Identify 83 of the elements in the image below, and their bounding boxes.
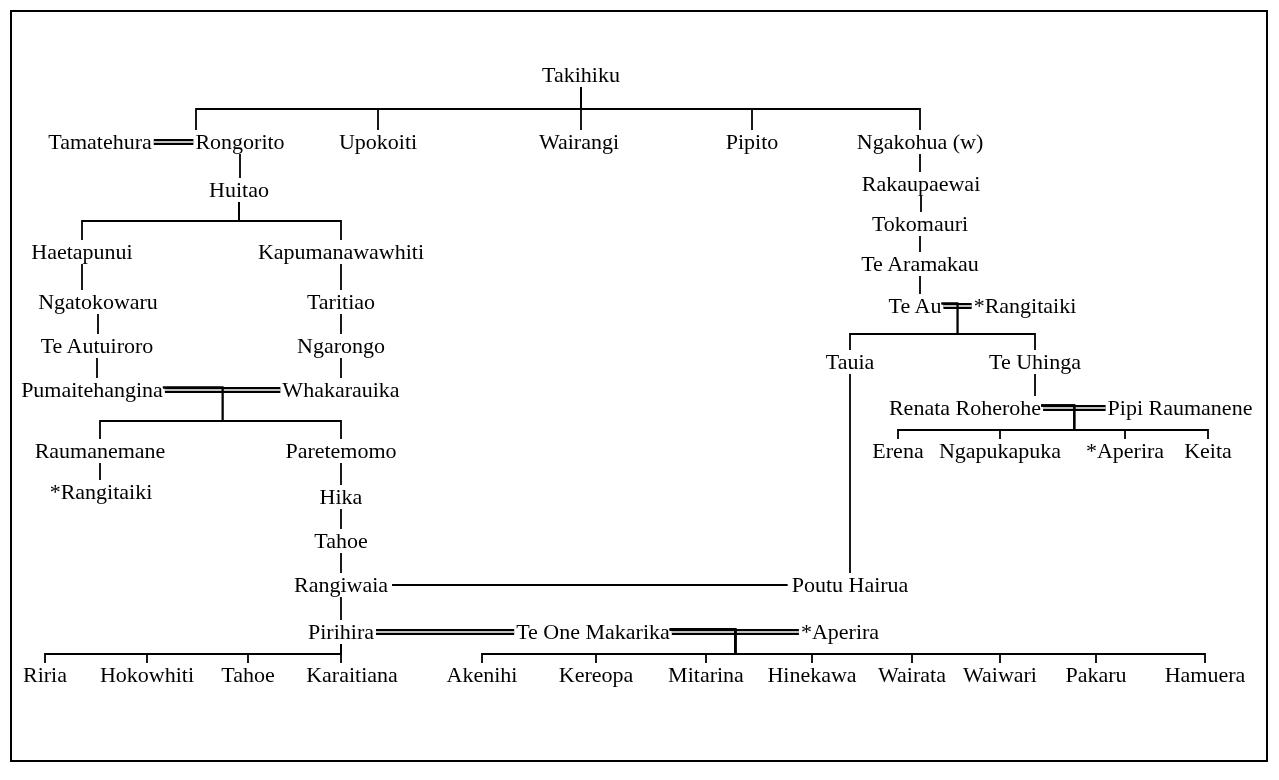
- person-name: Raumanemane: [34, 438, 166, 464]
- person-name: Tauia: [825, 349, 875, 375]
- person-name: Te Aramakau: [861, 251, 979, 277]
- person-name: Ngarongo: [297, 333, 385, 359]
- descent-line: [340, 462, 342, 486]
- person-name: Hamuera: [1164, 662, 1246, 688]
- person-name: Karaitiana: [306, 662, 398, 688]
- person-name: Haetapunui: [31, 239, 133, 265]
- marriage-line: [153, 139, 194, 145]
- person-name: Takihiku: [542, 62, 620, 88]
- descent-line: [340, 508, 342, 530]
- marriage-line: [164, 387, 281, 393]
- person-name: Kereopa: [558, 662, 634, 688]
- person-name: Pipi Raumanene: [1107, 395, 1253, 421]
- descent-line: [239, 153, 241, 179]
- person-name: Ngapukapuka: [938, 438, 1062, 464]
- person-name: *Rangitaiki: [49, 479, 153, 505]
- descent-line: [162, 386, 342, 440]
- marriage-line: [943, 303, 972, 309]
- person-name: *Rangitaiki: [973, 293, 1077, 319]
- descent-line: [1040, 404, 1209, 440]
- person-name: Tahoe: [221, 662, 275, 688]
- descent-line: [920, 195, 922, 213]
- person-name: Whakarauika: [282, 377, 400, 403]
- person-name: Pipito: [725, 129, 779, 155]
- descent-line: [238, 201, 342, 241]
- descent-line: [96, 357, 98, 379]
- descent-line: [849, 373, 851, 574]
- person-name: Tamatehura: [48, 129, 152, 155]
- descent-line: [580, 86, 921, 131]
- descent-line: [940, 302, 1036, 351]
- person-name: Wairangi: [538, 129, 620, 155]
- descent-line: [668, 628, 1206, 664]
- person-name: Upokoiti: [338, 129, 418, 155]
- person-name: Hinekawa: [767, 662, 857, 688]
- person-name: Hokowhiti: [99, 662, 195, 688]
- marriage-line: [671, 629, 799, 635]
- person-name: Tahoe: [314, 528, 368, 554]
- person-name: Paretemomo: [285, 438, 397, 464]
- person-name: Te Au: [888, 293, 942, 319]
- person-name: *Aperira: [800, 619, 880, 645]
- person-name: Mitarina: [668, 662, 744, 688]
- person-name: Pakaru: [1065, 662, 1127, 688]
- person-name: Keita: [1184, 438, 1232, 464]
- person-name: Poutu Hairua: [791, 572, 909, 598]
- descent-line: [340, 552, 342, 574]
- descent-line: [919, 235, 921, 253]
- person-name: Te Autuiroro: [40, 333, 154, 359]
- person-name: Te One Makarika: [516, 619, 670, 645]
- person-name: Pumaitehangina: [21, 377, 163, 403]
- person-name: Taritiao: [306, 289, 376, 315]
- person-name: Rongorito: [195, 129, 285, 155]
- person-name: Hika: [319, 484, 363, 510]
- person-name: Wairata: [878, 662, 946, 688]
- marriage-line: [1043, 405, 1106, 411]
- person-name: Renata Roherohe: [888, 395, 1042, 421]
- person-name: Kapumanawawhiti: [257, 239, 425, 265]
- person-name: Tokomauri: [871, 211, 969, 237]
- person-name: Akenihi: [446, 662, 518, 688]
- person-name: Ngakohua (w): [856, 129, 984, 155]
- person-name: Huitao: [209, 177, 269, 203]
- descent-line: [340, 357, 342, 379]
- person-name: Riria: [23, 662, 67, 688]
- person-name: Rakaupaewai: [861, 171, 981, 197]
- descent-line: [99, 462, 101, 481]
- descent-line: [1034, 373, 1036, 397]
- descent-line: [391, 584, 789, 586]
- person-name: *Aperira: [1085, 438, 1165, 464]
- descent-line: [340, 263, 342, 291]
- descent-line: [340, 596, 342, 621]
- person-name: Rangiwaia: [293, 572, 389, 598]
- person-name: Pirihira: [308, 619, 374, 645]
- descent-line: [340, 643, 342, 664]
- person-name: Waiwari: [963, 662, 1037, 688]
- descent-line: [919, 153, 921, 173]
- person-name: Ngatokowaru: [38, 289, 158, 315]
- descent-line: [97, 313, 99, 335]
- descent-line: [81, 263, 83, 291]
- marriage-line: [376, 629, 515, 635]
- descent-line: [919, 275, 921, 295]
- descent-line: [340, 313, 342, 335]
- person-name: Erena: [872, 438, 924, 464]
- person-name: Te Uhinga: [989, 349, 1081, 375]
